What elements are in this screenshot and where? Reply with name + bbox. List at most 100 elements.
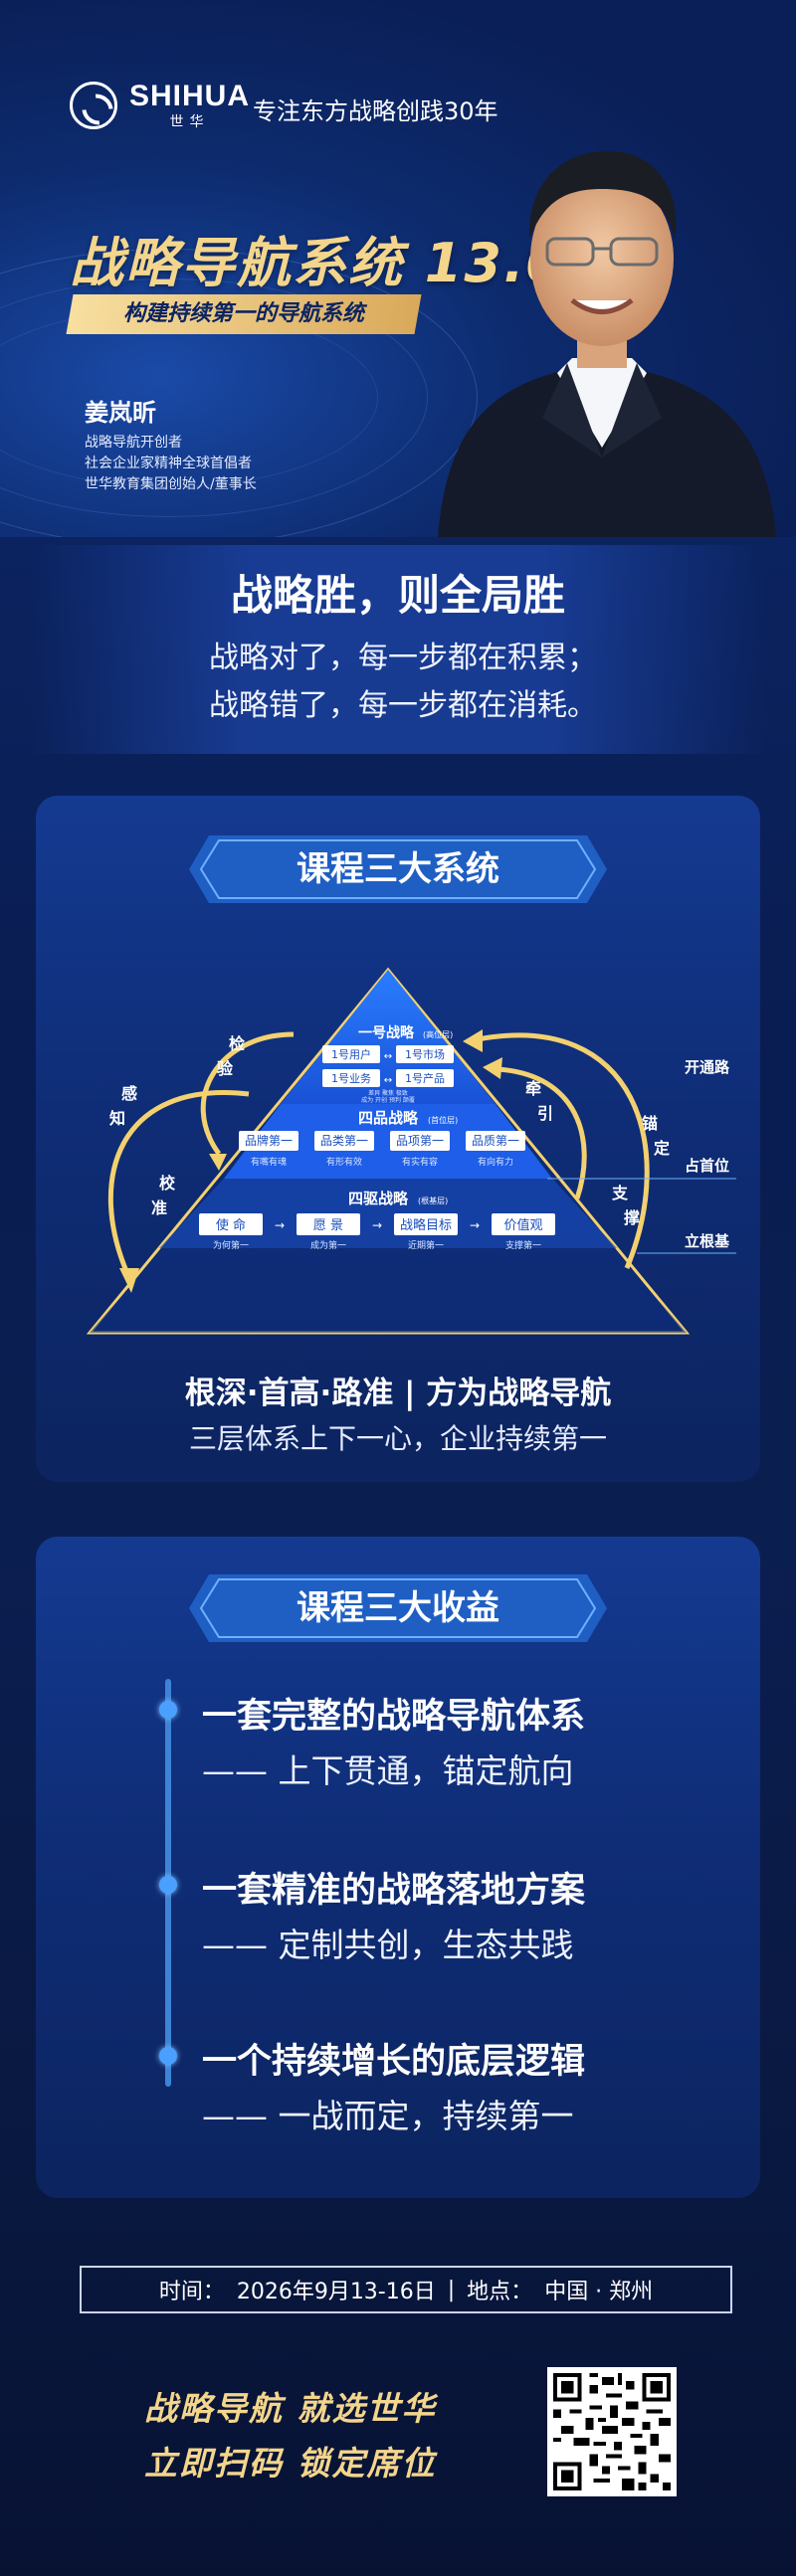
timeline-dot xyxy=(159,2047,177,2065)
bottom-box: 愿 景 xyxy=(313,1218,343,1233)
ribbon-title: 课程三大收益 xyxy=(297,1588,499,1628)
benefits-card xyxy=(36,1537,760,2198)
systems-caption: 三层体系上下一心，企业持续第一 xyxy=(188,1422,607,1455)
benefit-sub: —— 定制共创，生态共践 xyxy=(202,1926,574,1964)
arrow-curve xyxy=(497,1066,587,1199)
logo-s-icon xyxy=(70,82,117,129)
bottom-note: 支撑第一 xyxy=(505,1239,541,1251)
bottom-note: 为何第一 xyxy=(213,1239,249,1251)
systems-headline: 根深·首高·路准 | 方为战略导航 xyxy=(184,1376,612,1411)
bottom-tag: (根基层) xyxy=(418,1196,448,1205)
right-label: 支 xyxy=(611,1184,629,1202)
svg-text:↔: ↔ xyxy=(384,1075,392,1086)
svg-text:→: → xyxy=(372,1218,382,1232)
time-label: 时间： xyxy=(158,2280,225,2304)
mid-note: 有实有容 xyxy=(402,1156,438,1168)
side-label: 开通路 xyxy=(685,1058,730,1076)
mid-tag: (首位层) xyxy=(428,1115,458,1125)
top-box: 1号产品 xyxy=(405,1071,445,1085)
speaker-role: 世华教育集团创始人/董事长 xyxy=(85,476,257,492)
mid-box: 品类第一 xyxy=(320,1134,368,1148)
mid-title: 四品战略 xyxy=(358,1109,419,1127)
place-label: 地点： xyxy=(467,2280,533,2304)
arrow-head xyxy=(483,1057,502,1079)
qr-code[interactable] xyxy=(547,2367,677,2496)
bottom-box: 使 命 xyxy=(216,1217,246,1233)
arrow-head xyxy=(463,1029,483,1052)
left-label: 校 xyxy=(159,1174,176,1193)
mid-box: 品项第一 xyxy=(396,1134,444,1148)
benefit-sub: —— 上下贯通，锚定航向 xyxy=(202,1751,574,1790)
arrow-curve xyxy=(107,1090,250,1280)
speaker-role: 战略导航开创者 xyxy=(85,435,182,451)
mid-box: 品质第一 xyxy=(472,1134,519,1148)
right-label: 定 xyxy=(653,1139,670,1158)
timeline-dot xyxy=(159,1876,177,1894)
speaker-role: 社会企业家精神全球首倡者 xyxy=(85,456,252,471)
svg-text:↔: ↔ xyxy=(384,1051,392,1062)
left-label: 验 xyxy=(217,1059,234,1078)
brand-slogan: 专注东方战略创践30年 xyxy=(253,97,498,125)
logo-cn: 世华 xyxy=(169,114,210,130)
benefit-sub: —— 一战而定，持续第一 xyxy=(202,2097,574,2135)
top-title: 一号战略 xyxy=(358,1024,415,1041)
mid-note: 有向有力 xyxy=(478,1156,513,1168)
slogan-band xyxy=(30,545,766,754)
ribbon-shape xyxy=(189,835,607,903)
benefit-title: 一个持续增长的底层逻辑 xyxy=(202,2042,586,2082)
benefit-title: 一套完整的战略导航体系 xyxy=(202,1697,586,1737)
speaker-name: 姜岚昕 xyxy=(85,398,156,427)
side-label: 占首位 xyxy=(685,1157,729,1175)
top-note: 成为 开创 预判 颠覆 xyxy=(361,1096,415,1104)
event-time: 2026年9月13-16日 xyxy=(236,2280,436,2304)
svg-text:→: → xyxy=(470,1218,480,1232)
top-box: 1号市场 xyxy=(405,1047,445,1061)
systems-ribbon: 课程三大系统 xyxy=(189,835,607,903)
subtitle-text: 构建持续第一的导航系统 xyxy=(122,301,364,326)
band-line: 战略错了，每一步都在消耗。 xyxy=(209,688,597,723)
band-line: 战略对了，每一步都在积累； xyxy=(209,641,597,675)
timeline-dot xyxy=(159,1701,177,1719)
band-title: 战略胜，则全局胜 xyxy=(230,571,565,620)
mid-box: 品牌第一 xyxy=(245,1134,293,1148)
top-note: 差异 聚焦 极致 xyxy=(368,1089,408,1097)
cta-line: 战略导航 就选世华 xyxy=(144,2389,437,2428)
right-label: 引 xyxy=(537,1104,553,1123)
left-label: 知 xyxy=(109,1109,125,1128)
right-label: 撑 xyxy=(624,1208,640,1227)
speaker-portrait xyxy=(438,150,776,537)
subtitle-banner: 构建持续第一的导航系统 xyxy=(66,294,422,334)
bottom-title: 四驱战略 xyxy=(348,1190,409,1207)
left-label: 准 xyxy=(151,1198,167,1217)
qr-code-icon xyxy=(553,2373,671,2490)
cta-line: 立即扫码 锁定席位 xyxy=(144,2444,437,2483)
arrow-curve xyxy=(200,1031,295,1156)
svg-text:→: → xyxy=(275,1218,285,1232)
event-info-bar: 时间： 2026年9月13-16日 | 地点： 中国 · 郑州 xyxy=(80,2266,732,2313)
top-tag: (高位层) xyxy=(423,1029,453,1039)
left-label: 感 xyxy=(121,1084,137,1103)
ribbon-shape xyxy=(189,1574,607,1642)
mid-note: 有形有效 xyxy=(326,1156,362,1168)
bottom-box: 价值观 xyxy=(503,1217,542,1233)
benefits-ribbon: 课程三大收益 xyxy=(189,1574,607,1642)
mid-layer-content: 四品战略 (首位层) 品牌第一 品类第一 品项第一 品质第一 有嘴有魂 有形有效… xyxy=(239,1109,525,1168)
side-label: 立根基 xyxy=(685,1232,730,1250)
arrow-head xyxy=(209,1154,227,1171)
benefit-title: 一套精准的战略落地方案 xyxy=(202,1871,586,1911)
pyramid-mid-layer xyxy=(224,1104,552,1179)
info-separator: | xyxy=(447,2277,456,2302)
bottom-box: 战略目标 xyxy=(400,1217,452,1233)
mid-note: 有嘴有魂 xyxy=(251,1156,287,1168)
top-box: 1号用户 xyxy=(331,1047,371,1061)
top-box: 1号业务 xyxy=(331,1072,371,1085)
brand-logo: SHIHUA 世华 xyxy=(70,82,250,129)
event-place: 中国 · 郑州 xyxy=(544,2280,654,2304)
strategy-pyramid: 一号战略 (高位层) 1号用户 1号市场 1号业务 1号产品 ↔ ↔ 差异 聚焦… xyxy=(86,967,736,1335)
logo-en: SHIHUA xyxy=(129,80,251,112)
arrow-head xyxy=(119,1268,139,1293)
ribbon-title: 课程三大系统 xyxy=(297,849,499,889)
bottom-note: 成为第一 xyxy=(310,1239,346,1251)
left-label: 检 xyxy=(229,1034,245,1053)
